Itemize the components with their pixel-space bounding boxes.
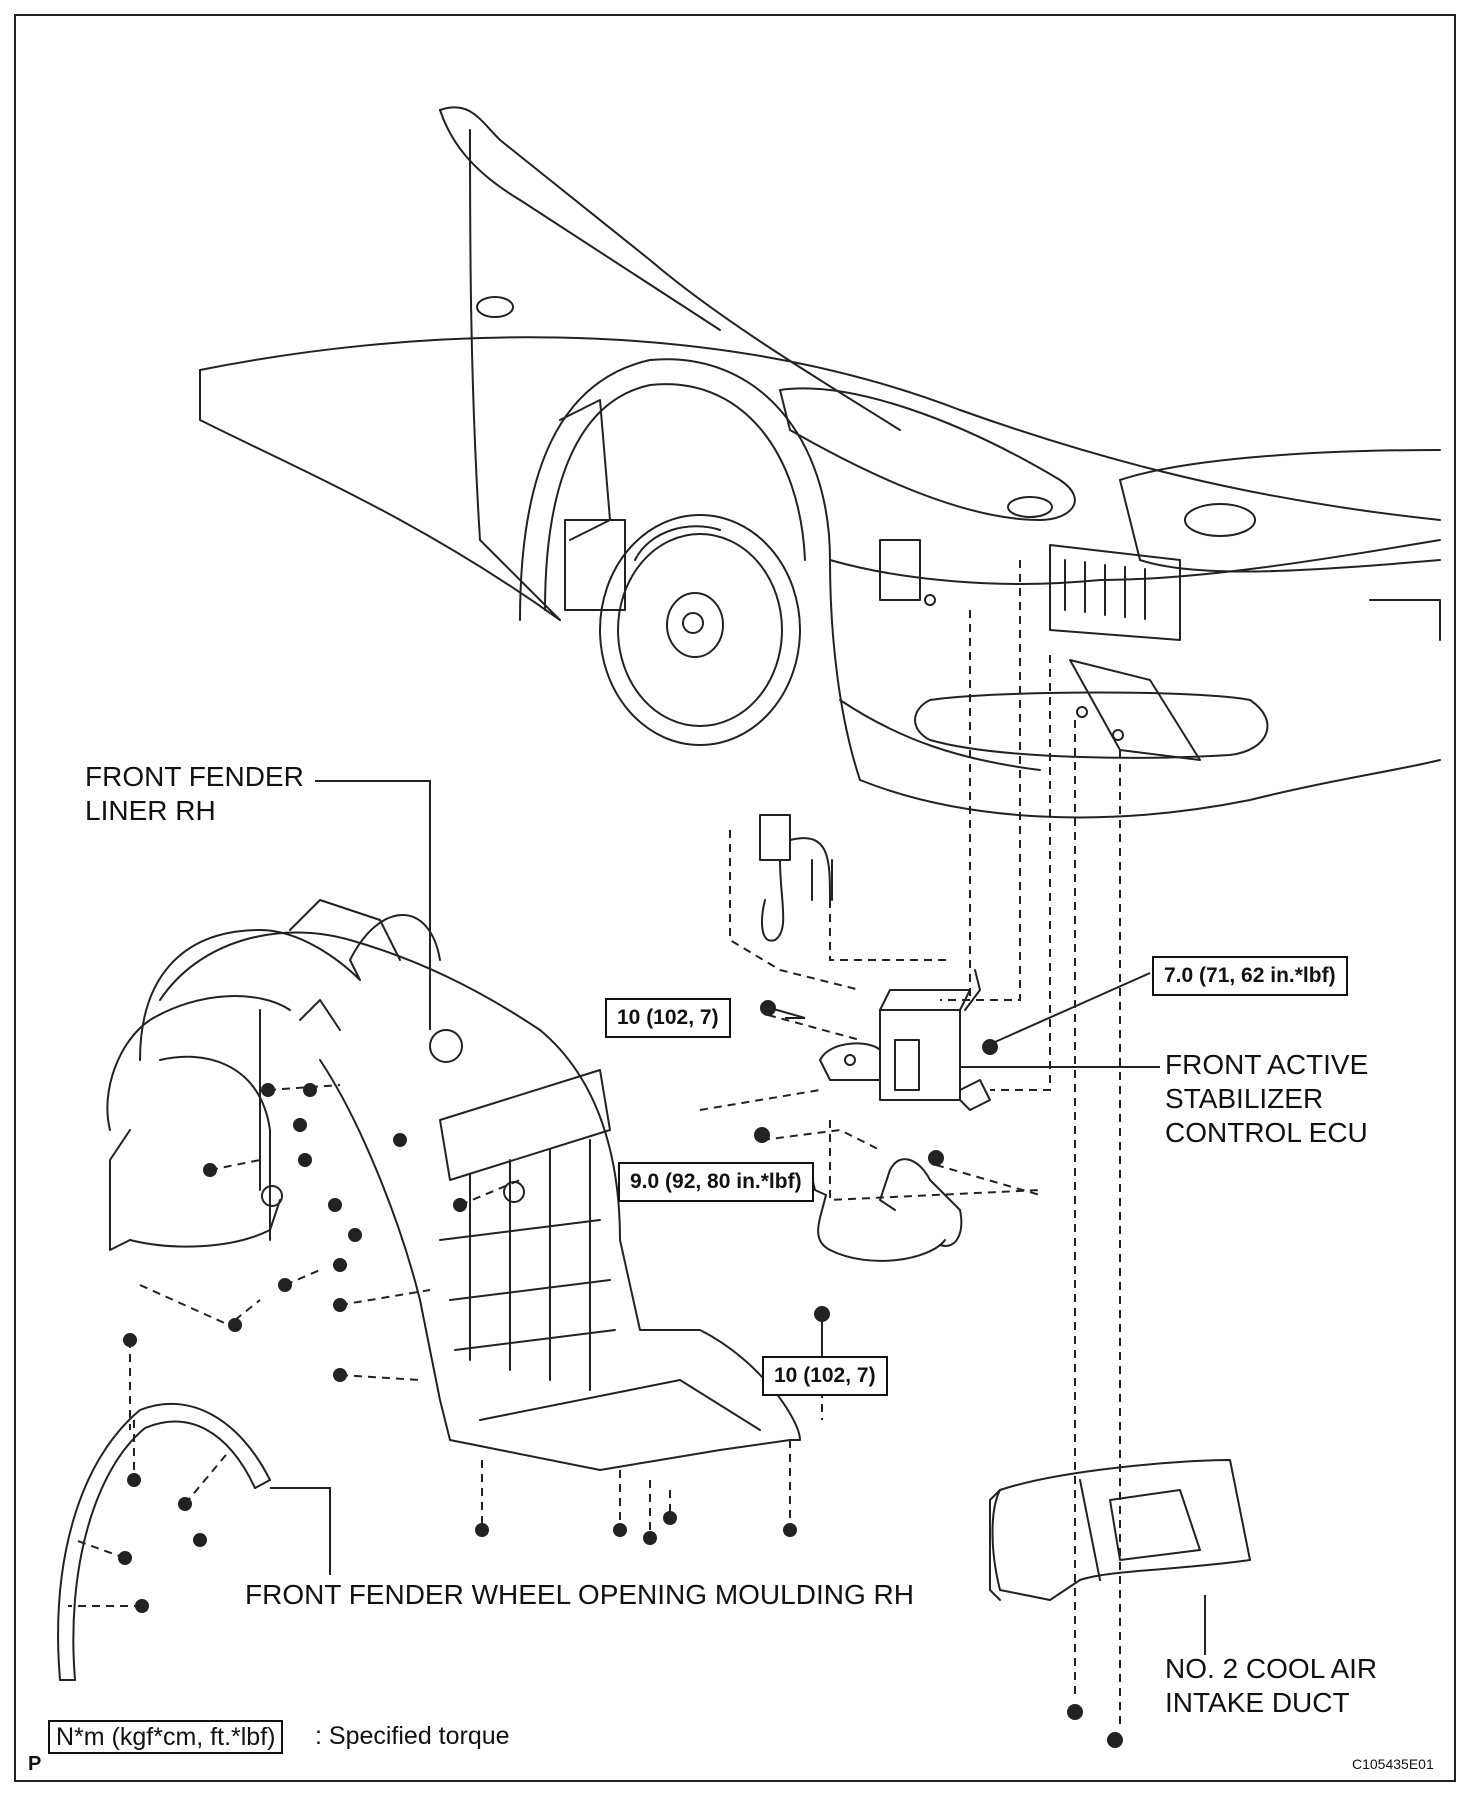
label-cool-air-intake-duct: NO. 2 COOL AIR INTAKE DUCT <box>1165 1653 1378 1718</box>
active-stabilizer-ecu-drawing <box>759 814 991 1262</box>
legend-torque-box: N*m (kgf*cm, ft.*lbf) <box>48 1720 284 1754</box>
label-front-fender-liner: FRONT FENDER LINER RH <box>85 761 304 826</box>
leader-lines <box>270 780 1206 1655</box>
installation-lines <box>68 560 1121 1730</box>
bumper-bracket <box>1049 544 1201 761</box>
diagram-frame <box>14 14 1456 1782</box>
vehicle-front-body <box>199 106 1441 819</box>
duct-bolts <box>1067 1704 1123 1748</box>
figure-code: C105435E01 <box>1352 1756 1434 1772</box>
fender-liner-clips <box>123 1083 797 1545</box>
ecu-bolts <box>754 1000 998 1322</box>
torque-spec-ecu-nut: 7.0 (71, 62 in.*lbf) <box>1152 956 1348 996</box>
legend-torque-text: : Specified torque <box>315 1722 510 1750</box>
torque-spec-ecu-upper-bolt: 10 (102, 7) <box>605 998 731 1038</box>
torque-spec-ecu-bracket-bolt: 9.0 (92, 80 in.*lbf) <box>618 1162 814 1202</box>
moulding-clips <box>118 1473 207 1613</box>
corner-letter: P <box>28 1753 42 1775</box>
torque-spec-harness-bolt: 10 (102, 7) <box>762 1356 888 1396</box>
label-front-active-stabilizer-ecu: FRONT ACTIVE STABILIZER CONTROL ECU <box>1165 1049 1369 1148</box>
brake-disc-hub <box>559 399 936 746</box>
label-wheel-opening-moulding: FRONT FENDER WHEEL OPENING MOULDING RH <box>245 1579 914 1610</box>
wheel-opening-moulding-drawing <box>57 1402 271 1681</box>
front-fender-liner-drawing <box>106 899 801 1471</box>
cool-air-intake-duct-drawing <box>989 1459 1251 1601</box>
